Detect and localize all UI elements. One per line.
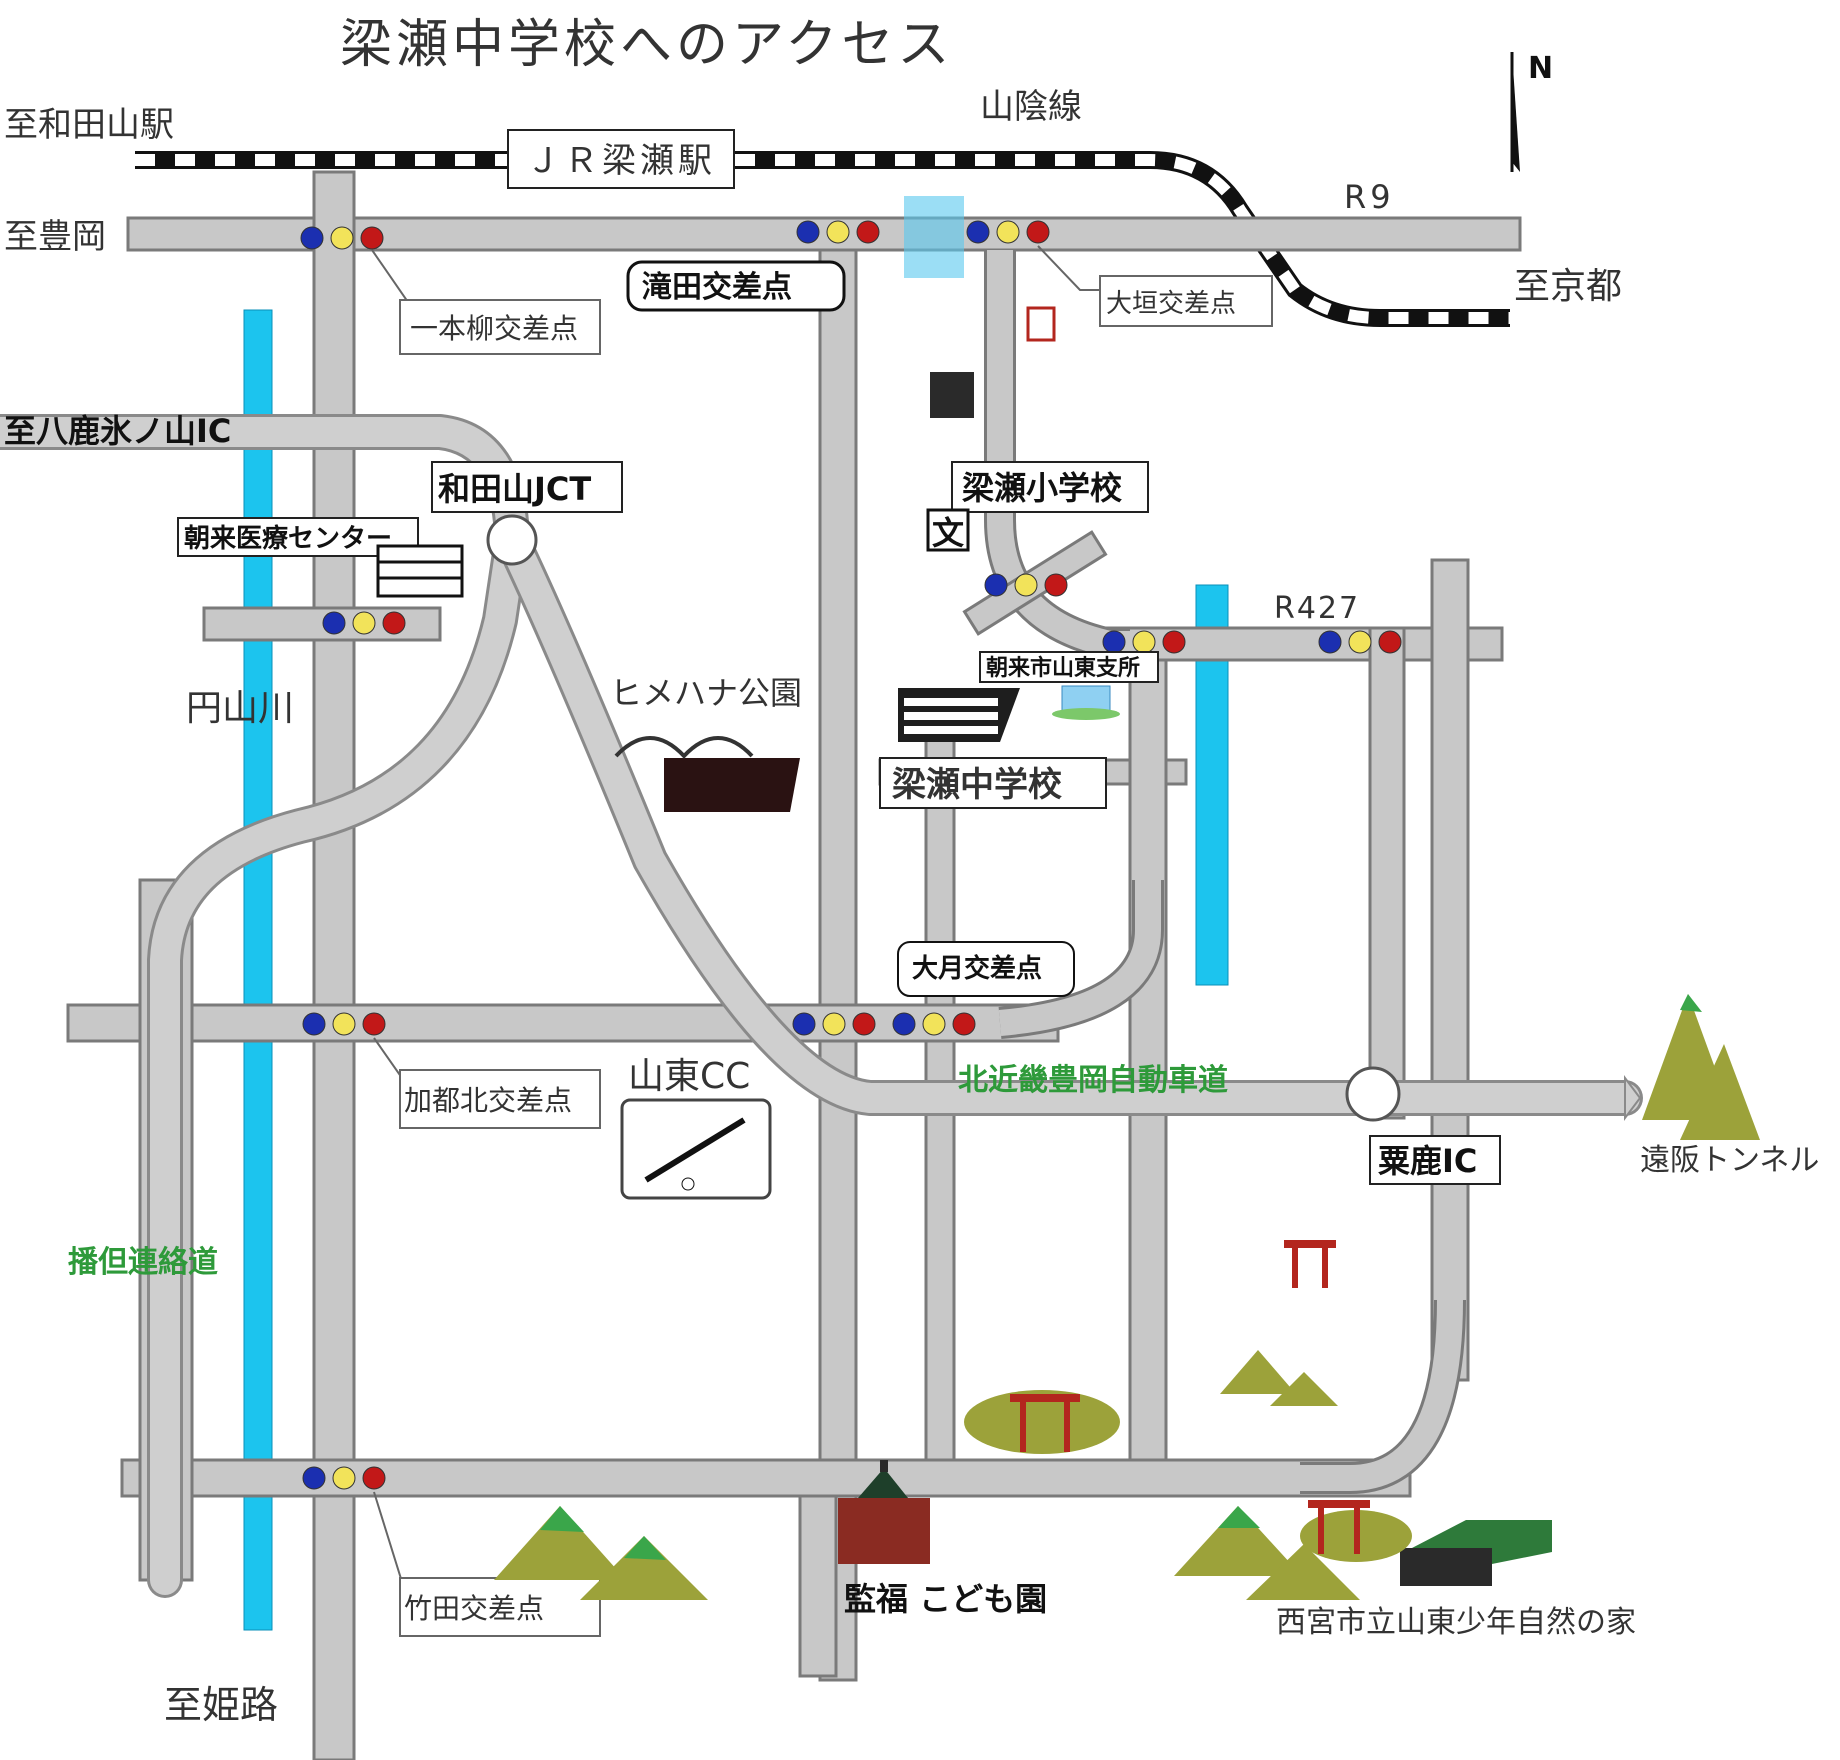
road-network (66, 170, 1522, 1760)
signal-otsuki-east (892, 1012, 976, 1036)
svg-text:朝来医療センター: 朝来医療センター (184, 523, 392, 554)
svg-text:ヒメハナ公園: ヒメハナ公園 (610, 674, 802, 712)
to-toyooka-label: 至豊岡 (4, 217, 106, 257)
signal-otsuki-west (792, 1012, 876, 1036)
svg-text:滝田交差点: 滝田交差点 (642, 270, 792, 305)
river-marker-icon (904, 196, 964, 278)
wadayama-jct-circle (486, 514, 538, 566)
callout-ipponyanagi: 一本柳交差点 (371, 249, 601, 355)
police-station-icon (930, 372, 974, 418)
lodge-icon (1400, 1520, 1552, 1586)
awaga-ic-circle (1345, 1066, 1401, 1122)
wadayama-jct-label: 和田山JCT (431, 461, 623, 513)
r9-label: R9 (1344, 178, 1395, 216)
school-map-symbol-icon: 文 (926, 508, 970, 552)
awaga-ic-label: 粟鹿IC (1369, 1135, 1501, 1185)
callout-takeda: 竹田交差点 (373, 1491, 601, 1637)
north-arrow-icon: N (1510, 51, 1553, 172)
school-building-icon (898, 688, 1020, 742)
callout-ogaki: 大垣交差点 (1037, 245, 1273, 327)
signal-takeda (302, 1466, 386, 1490)
office-building-icon (1052, 685, 1120, 720)
svg-text:一本柳交差点: 一本柳交差点 (410, 312, 578, 345)
rail-line-label: 山陰線 (980, 87, 1082, 127)
svg-text:朝来市山東支所: 朝来市山東支所 (986, 655, 1140, 681)
signal-r427-east (1318, 630, 1402, 654)
asago-medical-center: 朝来医療センター (177, 517, 464, 598)
torii-shrine-icon (1300, 1500, 1412, 1562)
svg-text:山東CC: 山東CC (628, 1056, 750, 1097)
callout-kato-kita: 加都北交差点 (373, 1037, 601, 1129)
torii-icon (1284, 1240, 1336, 1288)
jr-railway (135, 151, 1510, 327)
mountain-icon (494, 1506, 708, 1600)
svg-text:粟鹿IC: 粟鹿IC (1378, 1142, 1477, 1180)
signal-r427-west (1102, 630, 1186, 654)
station-label: ＪＲ梁瀬駅 (526, 141, 716, 181)
hospital-building-icon (376, 544, 464, 598)
svg-text:遠阪トンネル: 遠阪トンネル (1640, 1143, 1819, 1178)
signal-medical (322, 611, 406, 635)
kitakinki-label: 北近畿豊岡自動車道 (958, 1063, 1228, 1098)
santo-country-club: 山東CC (620, 1056, 772, 1200)
bantan-label: 播但連絡道 (68, 1245, 218, 1280)
kindergarten-building-icon (838, 1460, 930, 1564)
kitakinki-expressway (494, 522, 1643, 1121)
signal-elementary (984, 573, 1068, 597)
callout-otsuki: 大月交差点 (897, 941, 1075, 997)
mountain-icon (1642, 994, 1760, 1140)
mountain-icon (1220, 1350, 1338, 1406)
r427-label: R427 (1274, 591, 1360, 626)
post-office-icon (1026, 306, 1056, 342)
svg-text:和田山JCT: 和田山JCT (438, 470, 591, 508)
svg-text:西宮市立山東少年自然の家: 西宮市立山東少年自然の家 (1276, 1605, 1636, 1640)
torii-shrine-icon (964, 1390, 1120, 1454)
toge-tunnel: 遠阪トンネル (1640, 994, 1819, 1178)
nishinomiya-nature-house: 西宮市立山東少年自然の家 (1276, 1520, 1636, 1640)
signal-kato-kita (302, 1012, 386, 1036)
park-bridge-icon (614, 736, 800, 812)
station-box (507, 129, 735, 189)
mountain-icon (1174, 1506, 1360, 1600)
svg-text:大垣交差点: 大垣交差点 (1106, 289, 1236, 319)
yanase-elementary: 梁瀬小学校 文 (926, 461, 1149, 552)
yanase-junior-high: 梁瀬中学校 (879, 688, 1107, 809)
signal-ogaki (966, 220, 1050, 244)
golf-icon (620, 1098, 772, 1200)
signal-takida (796, 220, 880, 244)
signal-ipponyanagi (300, 226, 384, 250)
svg-text:大月交差点: 大月交差点 (912, 953, 1042, 984)
svg-text:N: N (1528, 51, 1553, 86)
road-awaga-curve-fill (1300, 1299, 1463, 1491)
kodomoen: 監福 こども園 (838, 1460, 1047, 1618)
maruyama-river (243, 309, 273, 1631)
svg-text:文: 文 (932, 514, 964, 552)
to-himeji-label: 至姫路 (164, 1683, 278, 1727)
to-kyoto-label: 至京都 (1514, 266, 1622, 307)
map-title: 梁瀬中学校へのアクセス (340, 15, 953, 75)
santo-branch-office: 朝来市山東支所 (979, 651, 1159, 720)
svg-text:竹田交差点: 竹田交差点 (404, 1592, 544, 1625)
to-yoka-label: 至八鹿氷ノ山IC (4, 412, 231, 450)
svg-text:梁瀬中学校: 梁瀬中学校 (892, 765, 1062, 805)
to-wadayama-station-label: 至和田山駅 (4, 105, 174, 145)
road-otsuki-curve-fill (998, 880, 1161, 1036)
svg-text:加都北交差点: 加都北交差点 (404, 1084, 572, 1117)
svg-text:監福 こども園: 監福 こども園 (844, 1580, 1047, 1618)
maruyama-river-label: 円山川 (186, 688, 294, 729)
svg-text:梁瀬小学校: 梁瀬小学校 (962, 469, 1122, 507)
himehana-park: ヒメハナ公園 (610, 674, 802, 812)
callout-takida: 滝田交差点 (626, 260, 846, 312)
